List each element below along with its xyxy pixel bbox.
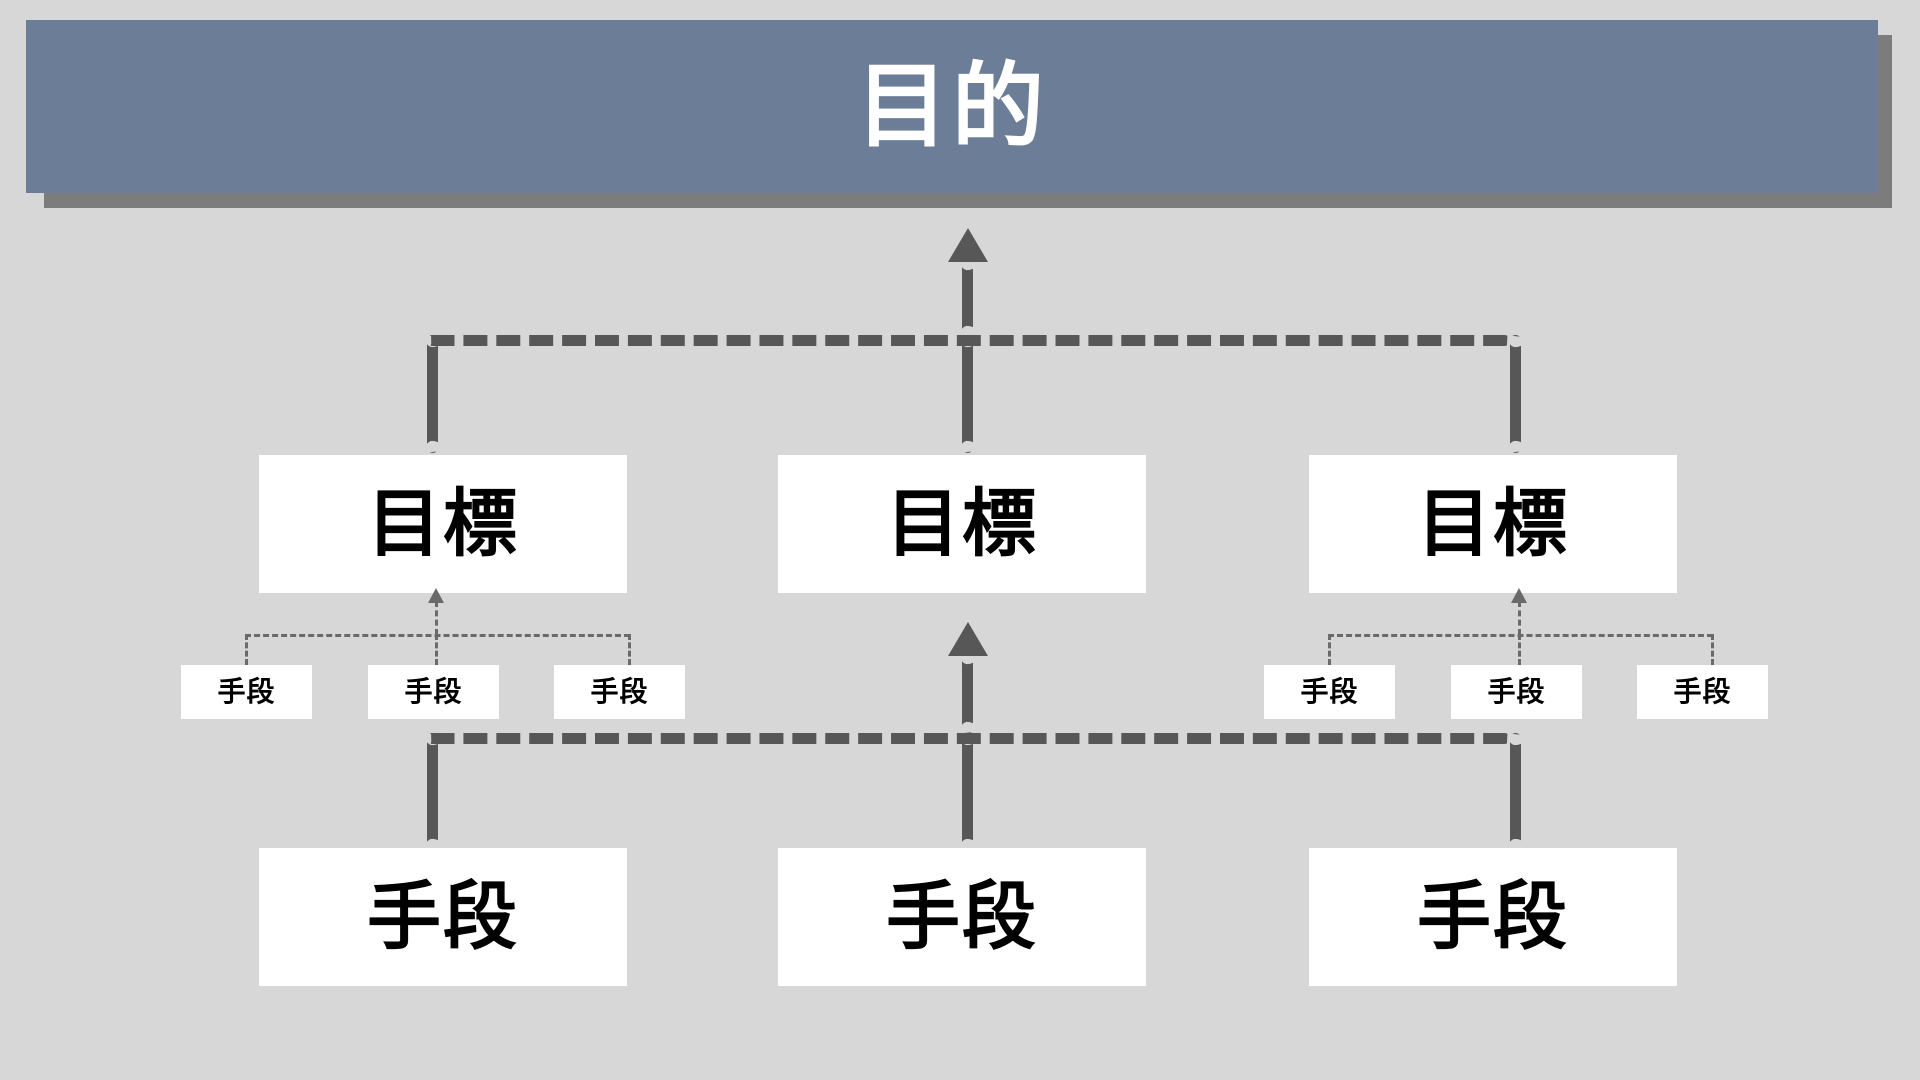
submeans-node-right-2[interactable]: 手段 <box>1451 665 1582 719</box>
means-bracket-drop-right <box>1510 733 1521 851</box>
means-node-2-label: 手段 <box>886 874 1038 960</box>
submeans-right-drop-3 <box>1711 634 1714 665</box>
arrow-means-to-goal-head <box>948 622 988 656</box>
submeans-left-drop-1 <box>245 634 248 665</box>
arrow-submeans-right-head <box>1511 588 1527 603</box>
goal-bracket-drop-right <box>1510 335 1521 453</box>
submeans-node-left-3-label: 手段 <box>590 675 649 708</box>
means-node-3-label: 手段 <box>1417 874 1569 960</box>
submeans-left-drop-2 <box>435 634 438 665</box>
arrow-goals-to-purpose-head <box>948 228 988 262</box>
submeans-node-right-1-label: 手段 <box>1300 675 1359 708</box>
arrow-submeans-left-stem <box>435 601 438 635</box>
submeans-node-left-2-label: 手段 <box>404 675 463 708</box>
arrow-submeans-left-head <box>428 588 444 603</box>
submeans-left-drop-3 <box>628 634 631 665</box>
goal-node-3-label: 目標 <box>1417 481 1569 567</box>
arrow-submeans-right-stem <box>1518 601 1521 635</box>
submeans-node-left-2[interactable]: 手段 <box>368 665 499 719</box>
submeans-node-right-2-label: 手段 <box>1487 675 1546 708</box>
means-bracket-drop-center <box>962 733 973 851</box>
means-node-1[interactable]: 手段 <box>259 848 627 986</box>
goal-bracket-drop-left <box>427 335 438 453</box>
means-bracket-drop-left <box>427 733 438 851</box>
arrow-goals-to-purpose-stem <box>962 258 973 338</box>
goal-node-1[interactable]: 目標 <box>259 455 627 593</box>
purpose-banner: 目的 <box>26 20 1878 193</box>
submeans-node-left-1-label: 手段 <box>217 675 276 708</box>
submeans-node-right-3[interactable]: 手段 <box>1637 665 1768 719</box>
arrow-means-to-goal-stem <box>962 652 973 734</box>
goal-bracket-drop-center <box>962 335 973 453</box>
goal-node-2-label: 目標 <box>886 481 1038 567</box>
submeans-node-left-1[interactable]: 手段 <box>181 665 312 719</box>
goal-node-3[interactable]: 目標 <box>1309 455 1677 593</box>
means-node-3[interactable]: 手段 <box>1309 848 1677 986</box>
goal-node-1-label: 目標 <box>367 481 519 567</box>
means-node-2[interactable]: 手段 <box>778 848 1146 986</box>
means-node-1-label: 手段 <box>367 874 519 960</box>
submeans-node-right-3-label: 手段 <box>1673 675 1732 708</box>
submeans-right-drop-1 <box>1328 634 1331 665</box>
submeans-node-right-1[interactable]: 手段 <box>1264 665 1395 719</box>
goal-node-2[interactable]: 目標 <box>778 455 1146 593</box>
submeans-right-drop-2 <box>1518 634 1521 665</box>
submeans-node-left-3[interactable]: 手段 <box>554 665 685 719</box>
purpose-banner-title: 目的 <box>855 52 1048 160</box>
